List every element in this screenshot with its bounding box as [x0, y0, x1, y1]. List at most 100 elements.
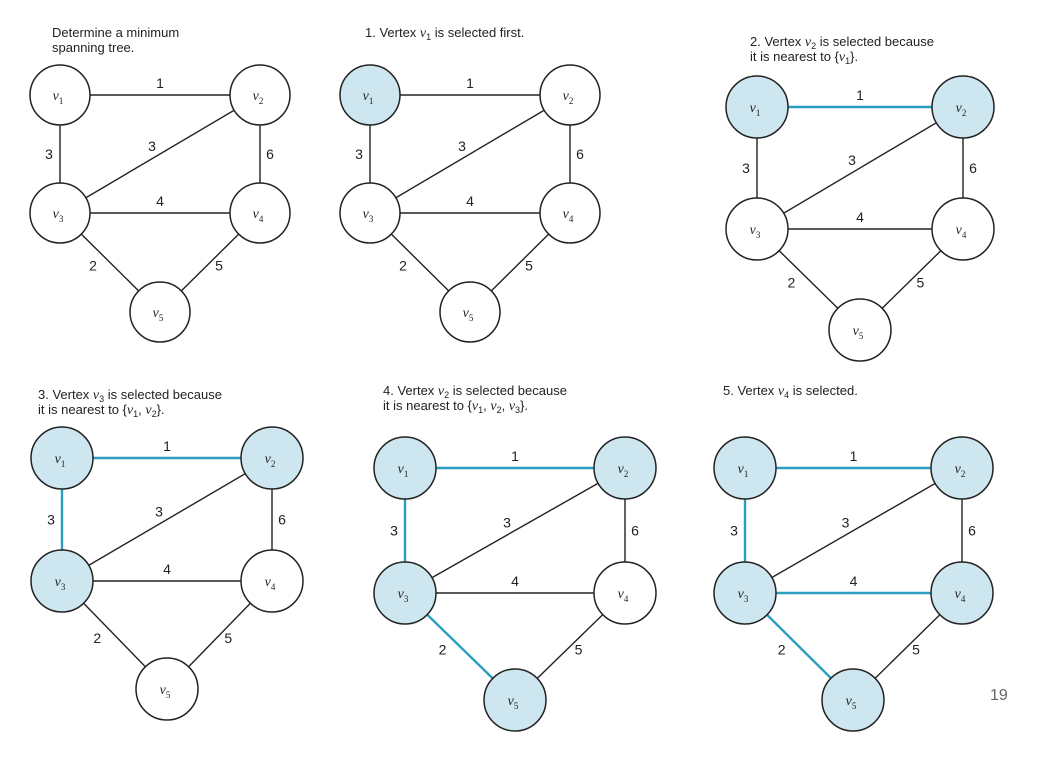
edge-weight-v1-v3: 3	[730, 523, 738, 539]
vertex-v4: v4	[240, 549, 304, 613]
edge-weight-v3-v5: 2	[89, 258, 97, 274]
edge-weight-v2-v4: 6	[968, 523, 976, 539]
vertex-label: v1	[55, 452, 66, 469]
vertex-circle	[828, 298, 892, 362]
vertex-label: v4	[253, 207, 264, 224]
vertex-label: v1	[750, 101, 761, 118]
vertex-label: v2	[265, 452, 276, 469]
vertex-circle	[930, 436, 994, 500]
edge-weight-v3-v4: 4	[856, 209, 864, 225]
vertex-v3-selected: v3	[30, 549, 94, 613]
vertex-circle	[930, 561, 994, 625]
edge-weight-v3-v5: 2	[778, 642, 786, 658]
panel-caption: 5. Vertex v4 is selected.	[723, 383, 858, 400]
vertex-label: v5	[153, 306, 164, 323]
edge-weight-v4-v5: 5	[525, 258, 533, 274]
edge-weight-v1-v2: 1	[850, 448, 858, 464]
edge-v2-v3	[61, 457, 273, 582]
vertex-v2: v2	[539, 64, 601, 126]
edge-weight-v1-v3: 3	[355, 146, 363, 162]
vertex-label: v5	[160, 683, 171, 700]
edge-weight-v1-v2: 1	[856, 87, 864, 103]
edge-weight-v1-v2: 1	[163, 438, 171, 454]
vertex-v4: v4	[539, 182, 601, 244]
edge-weight-v1-v2: 1	[466, 75, 474, 91]
vertex-v2: v2	[229, 64, 291, 126]
vertex-circle	[439, 281, 501, 343]
vertex-circle	[725, 197, 789, 261]
edge-weight-v2-v3: 3	[155, 504, 163, 520]
vertex-circle	[713, 561, 777, 625]
vertex-circle	[30, 426, 94, 490]
vertex-label: v4	[563, 207, 574, 224]
vertex-circle	[483, 668, 547, 732]
edge-weight-v3-v5: 2	[439, 642, 447, 658]
edge-weight-v3-v4: 4	[850, 573, 858, 589]
vertex-label: v4	[618, 587, 629, 604]
vertex-v4: v4	[931, 197, 995, 261]
vertex-circle	[713, 436, 777, 500]
edge-weight-v3-v5: 2	[787, 275, 795, 291]
edge-weight-v1-v3: 3	[742, 160, 750, 176]
vertex-v2-selected: v2	[240, 426, 304, 490]
vertex-circle	[593, 561, 657, 625]
vertex-circle	[373, 561, 437, 625]
vertex-label: v4	[955, 587, 966, 604]
edge-weight-v4-v5: 5	[575, 642, 583, 658]
vertex-v5-selected: v5	[821, 668, 885, 732]
vertex-circle	[931, 197, 995, 261]
vertex-v5-selected: v5	[483, 668, 547, 732]
edge-v2-v3	[756, 106, 964, 230]
edge-weight-v2-v3: 3	[848, 152, 856, 168]
vertex-v4-selected: v4	[930, 561, 994, 625]
vertex-v3-selected: v3	[713, 561, 777, 625]
edge-v2-v3	[404, 467, 626, 594]
vertex-label: v5	[508, 694, 519, 711]
vertex-circle	[229, 182, 291, 244]
edge-weight-v2-v3: 3	[503, 515, 511, 531]
edge-weight-v2-v4: 6	[576, 146, 584, 162]
vertex-circle	[725, 75, 789, 139]
vertex-v2-selected: v2	[593, 436, 657, 500]
vertex-v1-selected: v1	[339, 64, 401, 126]
vertex-v3: v3	[725, 197, 789, 261]
edge-weight-v4-v5: 5	[916, 275, 924, 291]
edge-weight-v4-v5: 5	[224, 630, 232, 646]
vertex-circle	[29, 64, 91, 126]
edge-v2-v3	[744, 467, 963, 594]
vertex-v5: v5	[129, 281, 191, 343]
vertex-circle	[240, 549, 304, 613]
vertex-circle	[593, 436, 657, 500]
vertex-v1-selected: v1	[725, 75, 789, 139]
vertex-v1: v1	[29, 64, 91, 126]
vertex-v1-selected: v1	[30, 426, 94, 490]
vertex-v3: v3	[339, 182, 401, 244]
edge-weight-v3-v5: 2	[93, 630, 101, 646]
vertex-circle	[240, 426, 304, 490]
vertex-v4: v4	[593, 561, 657, 625]
vertex-label: v3	[398, 587, 409, 604]
vertex-circle	[135, 657, 199, 721]
vertex-circle	[339, 182, 401, 244]
edge-weight-v3-v4: 4	[163, 561, 171, 577]
edge-weight-v1-v3: 3	[45, 146, 53, 162]
vertex-v5: v5	[135, 657, 199, 721]
edge-weight-v3-v4: 4	[156, 193, 164, 209]
vertex-label: v1	[738, 462, 749, 479]
vertex-v1-selected: v1	[713, 436, 777, 500]
vertex-label: v5	[846, 694, 857, 711]
vertex-label: v5	[853, 324, 864, 341]
vertex-label: v2	[253, 89, 264, 106]
vertex-label: v3	[363, 207, 374, 224]
vertex-label: v2	[563, 89, 574, 106]
vertex-v2-selected: v2	[931, 75, 995, 139]
